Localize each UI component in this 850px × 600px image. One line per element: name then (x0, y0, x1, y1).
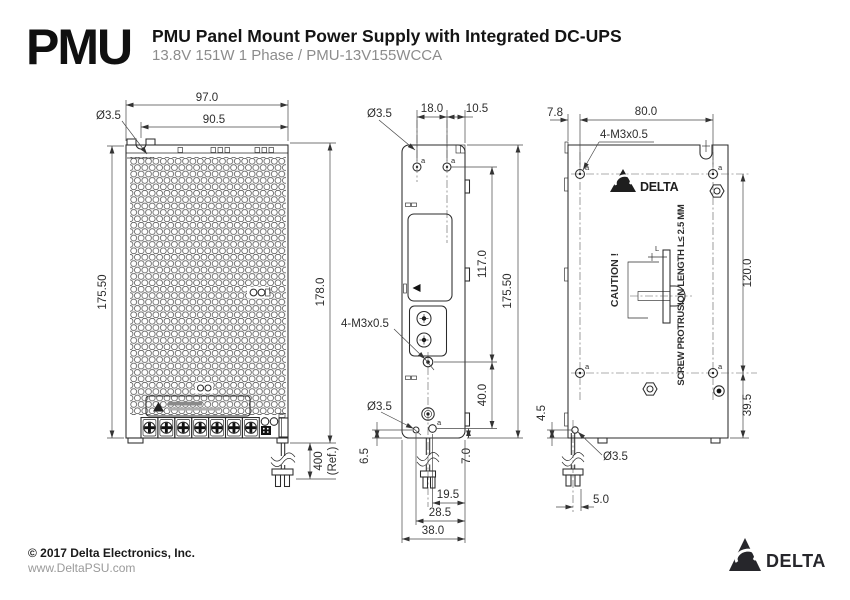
front-indicator-window-2 (195, 382, 213, 394)
footer-website: www.DeltaPSU.com (28, 561, 136, 575)
page-subtitle: 13.8V 151W 1 Phase / PMU-13V155WCCA (152, 47, 443, 64)
back-hole-a-label-4: a (718, 362, 723, 371)
page-title: PMU Panel Mount Power Supply with Integr… (152, 26, 622, 46)
side-hole-a-label-2: a (451, 156, 456, 165)
back-dim-hole-bottom-offset: 39.5 (742, 394, 754, 416)
back-hole-a-label-3: a (585, 362, 590, 371)
footer-copyright: © 2017 Delta Electronics, Inc. (28, 546, 195, 560)
caution-text: CAUTION ! (609, 253, 621, 307)
back-dim-corner-hole-dia: Ø3.5 (603, 451, 628, 463)
back-dim-screw-spec: 4-M3x0.5 (600, 129, 648, 141)
side-view: a a a 4-M3x0.5 (341, 103, 523, 543)
side-dim-mount-hole-bottom: Ø3.5 (367, 401, 392, 413)
front-connector-area (260, 413, 289, 438)
front-dim-cable-ref: (Ref.) (327, 446, 339, 475)
front-label-sticker (145, 395, 251, 417)
side-dim-width-to-cable: 19.5 (437, 489, 459, 501)
front-dim-inner-width: 90.5 (203, 114, 225, 126)
side-dim-bottom-right: 7.0 (461, 448, 473, 464)
front-dim-height-body: 175.50 (97, 274, 109, 309)
delta-wordmark: DELTA (766, 551, 826, 571)
side-dim-hole-pitch: 18.0 (421, 103, 443, 115)
side-hole-a-label-1: a (421, 156, 426, 165)
front-indicator-window (247, 286, 271, 299)
delta-logo: DELTA (693, 534, 838, 578)
side-dim-screw-spec: 4-M3x0.5 (341, 318, 389, 330)
front-perforated-grille (130, 157, 286, 415)
back-dim-corner-offset: 4.5 (536, 405, 548, 421)
hex-nut-top (709, 184, 725, 198)
back-panel-brand-text: DELTA (640, 180, 679, 194)
front-dim-mount-hole: Ø3.5 (96, 110, 121, 122)
front-dim-cable-length: 400 (313, 451, 325, 470)
back-dim-cable-offset: 5.0 (593, 494, 609, 506)
pmu-logo: PMU (26, 19, 133, 75)
back-hole-a-label-2: a (718, 163, 723, 172)
protrusion-length-label: L (655, 244, 659, 253)
side-dim-width-body: 38.0 (422, 525, 444, 537)
back-view: a a a a DELTA CAUTION ! SCREW PROTRUSION… (536, 106, 757, 512)
side-dim-hole-bottom-span: 40.0 (477, 384, 489, 406)
side-hole-a-label-3: a (437, 418, 442, 427)
back-dim-edge-to-hole: 7.8 (547, 107, 563, 119)
terminal-block (140, 416, 260, 439)
back-dim-hole-pitch-x: 80.0 (635, 106, 657, 118)
side-dim-holes-span: 117.0 (477, 250, 489, 278)
screw-protrusion-detail: L (627, 244, 692, 324)
front-view: 97.0 90.5 Ø3.5 175.50 178.0 400 (Ref.) (96, 92, 339, 488)
side-dim-height-body: 175.50 (502, 273, 514, 308)
side-output-cable (416, 438, 440, 489)
hex-nut-bottom (642, 382, 658, 396)
display-triangle-icon (412, 284, 421, 292)
front-output-cable (270, 443, 296, 488)
side-dim-width-to-hole: 28.5 (429, 507, 451, 519)
button-panel (408, 305, 448, 357)
back-dim-hole-pitch-y: 120.0 (742, 259, 754, 288)
front-dim-height-overall: 178.0 (315, 278, 327, 307)
back-panel-delta-logo: DELTA (610, 169, 679, 194)
protrusion-text: SCREW PROTRUSION LENGTH L≤ 2.5 MM (676, 204, 687, 385)
front-dim-width: 97.0 (196, 92, 218, 104)
back-output-cable (561, 420, 585, 512)
side-dim-hole-edge-offset: 10.5 (466, 103, 488, 115)
front-top-slots (177, 147, 274, 153)
side-dim-mount-hole-top: Ø3.5 (367, 108, 392, 120)
display-window (407, 213, 453, 302)
front-mount-bracket (126, 138, 156, 150)
back-hole-a-label-1: a (585, 163, 590, 172)
side-dim-bottom-left: 6.5 (359, 448, 371, 464)
delta-triangle-icon (729, 538, 761, 571)
